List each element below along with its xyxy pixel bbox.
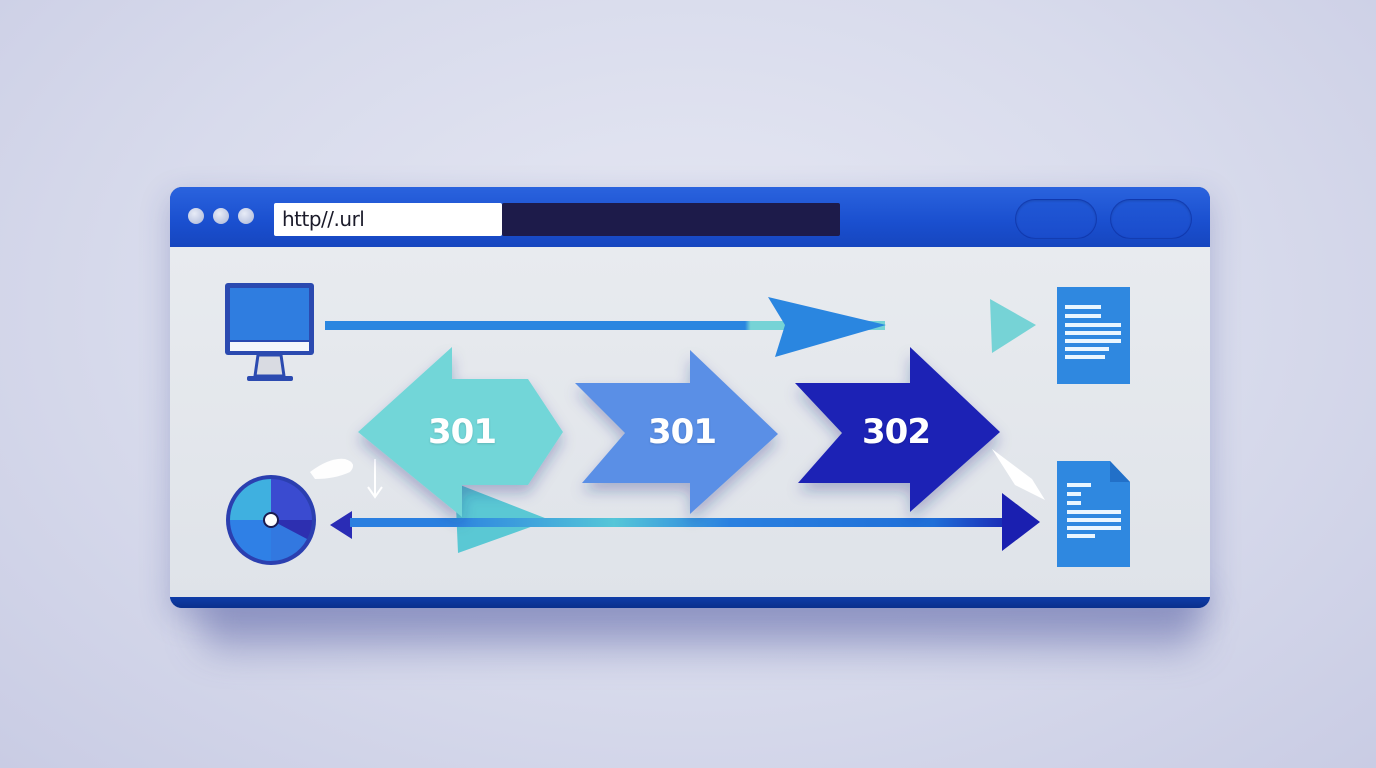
address-bar[interactable]: http//.url [274, 203, 502, 236]
redirect-code-label: 302 [862, 412, 931, 452]
cursor-icon [992, 449, 1045, 500]
document-icon [1057, 287, 1130, 384]
window-bottom-edge [170, 597, 1210, 608]
redirect-301-double-arrow[interactable] [358, 347, 563, 517]
address-bar-extension [502, 203, 840, 236]
top-flow-arrow [325, 297, 1036, 357]
pie-chart-icon [226, 475, 316, 565]
window-control-dot[interactable] [238, 208, 254, 224]
toolbar-pill-button[interactable] [1110, 199, 1192, 239]
redirect-302-arrow[interactable] [795, 347, 1000, 512]
redirect-diagram [225, 283, 1130, 567]
redirect-code-label: 301 [428, 412, 497, 452]
monitor-icon [225, 283, 314, 381]
toolbar-pill-button[interactable] [1015, 199, 1097, 239]
hand-pointer-icon [310, 458, 383, 499]
window-control-dot[interactable] [213, 208, 229, 224]
browser-window: http//.url [170, 187, 1210, 608]
redirect-code-label: 301 [648, 412, 717, 452]
redirect-301-arrow[interactable] [575, 350, 778, 514]
bottom-flow-arrow [330, 483, 1040, 553]
document-icon [1057, 461, 1130, 567]
window-control-dot[interactable] [188, 208, 204, 224]
title-bar: http//.url [170, 187, 1210, 247]
